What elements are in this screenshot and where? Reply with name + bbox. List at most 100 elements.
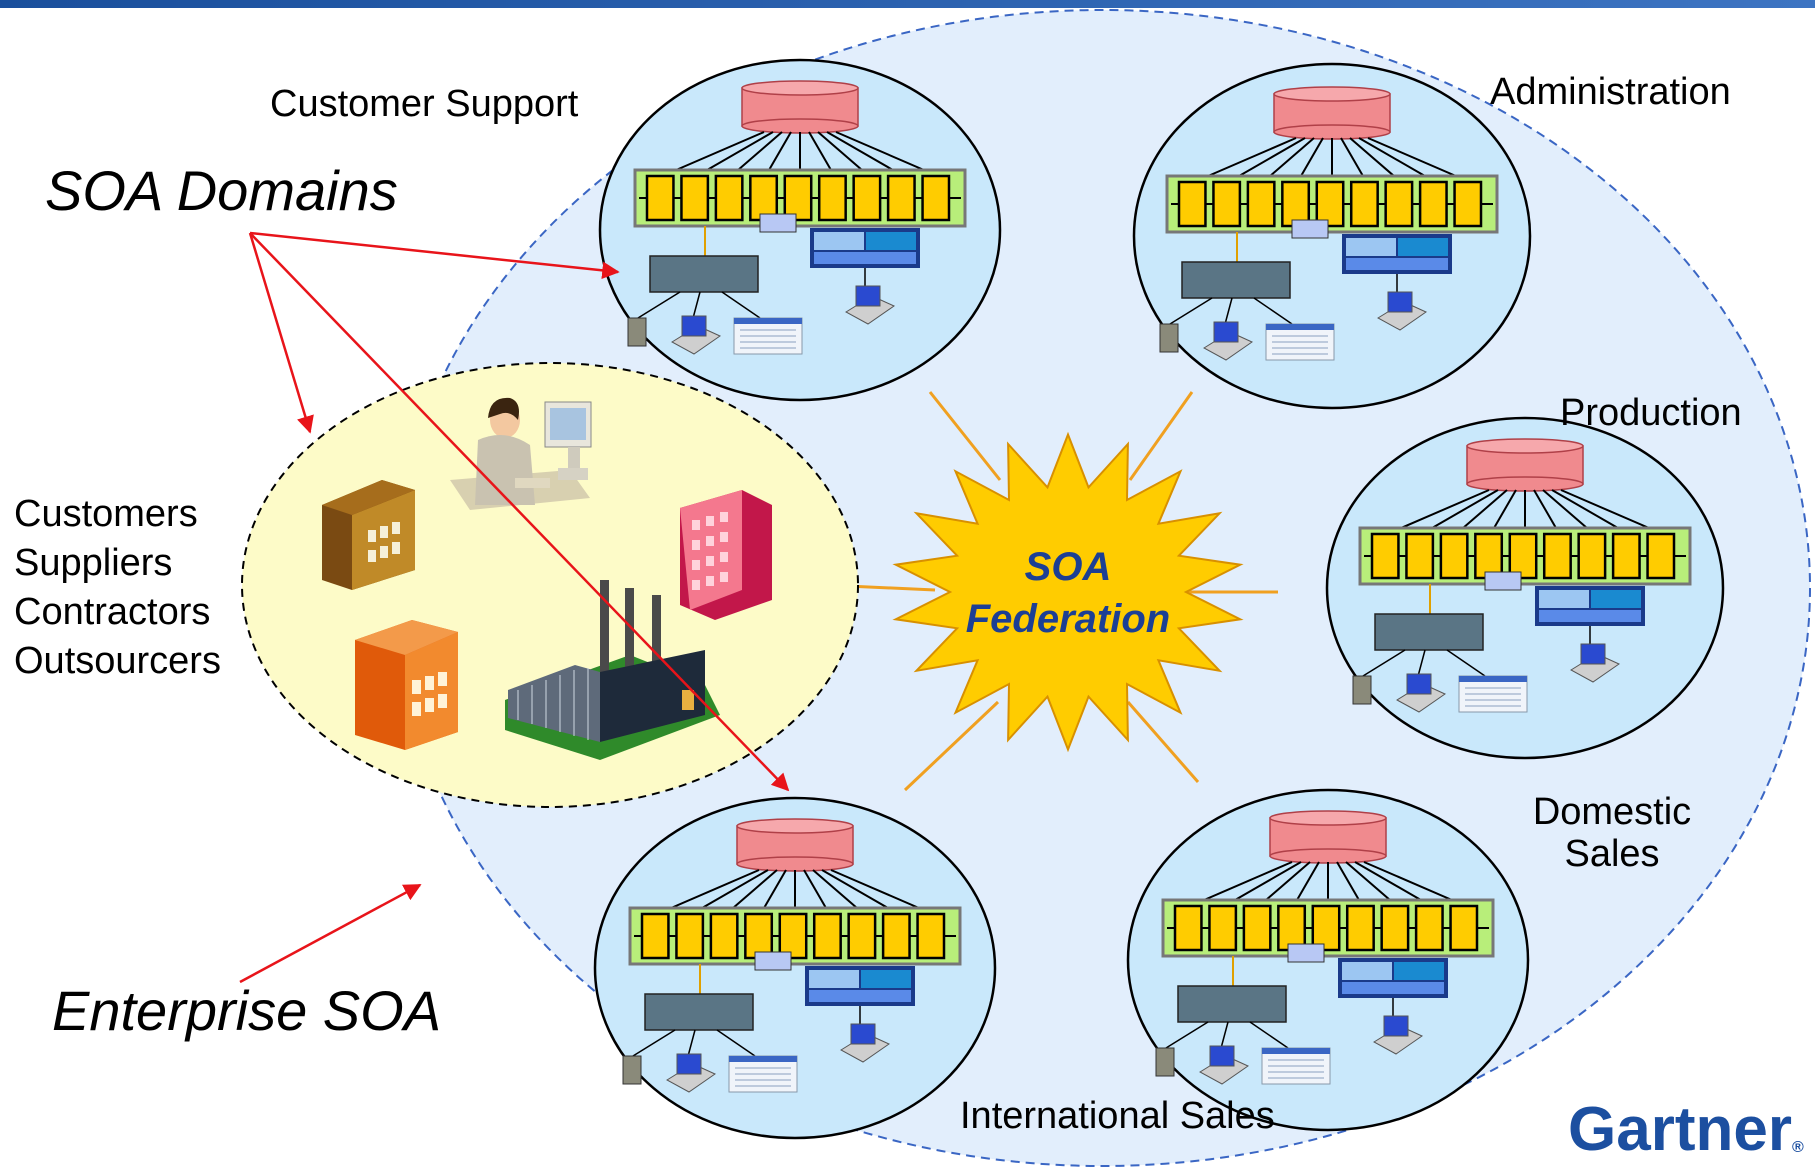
database-icon [1269, 810, 1387, 864]
database-icon [736, 818, 854, 872]
service-block [1384, 180, 1414, 228]
domain-label-domestic-sales-line1: Domestic [1533, 791, 1691, 833]
application-server-icon [1338, 958, 1448, 998]
service-block [1277, 904, 1307, 952]
service-block [881, 912, 911, 960]
desktop-computer-icon [1377, 291, 1428, 331]
desktop-computer-icon [840, 1023, 891, 1063]
server-box [644, 993, 754, 1031]
service-block [847, 912, 877, 960]
service-block [886, 174, 916, 222]
pda-icon [1159, 323, 1179, 353]
arrow-to-customer-support [249, 231, 620, 280]
service-block [640, 912, 670, 960]
application-server-icon [810, 228, 920, 268]
worker-at-desk-icon [450, 397, 592, 510]
desktop-computer-icon [1199, 1045, 1250, 1085]
desktop-computer-icon [1373, 1015, 1424, 1055]
arrow-to-international-sales [249, 232, 790, 792]
external-party-outsourcers: Outsourcers [14, 640, 221, 682]
service-block [744, 912, 774, 960]
domain-label-domestic-sales-line2: Sales [1564, 833, 1659, 875]
service-block [1646, 532, 1676, 580]
external-party-customers: Customers [14, 493, 198, 535]
office-building-orange-icon [355, 620, 458, 750]
small-database-icon [1484, 571, 1522, 591]
pda-icon [1155, 1047, 1175, 1077]
application-window-icon [728, 1055, 798, 1093]
service-block [714, 174, 744, 222]
small-database-icon [1287, 943, 1325, 963]
small-database-icon [1291, 219, 1329, 239]
domain-label-administration: Administration [1490, 71, 1731, 113]
application-server-icon [805, 966, 915, 1006]
service-bus [628, 906, 962, 966]
desktop-computer-icon [845, 285, 896, 325]
domain-ellipse [598, 58, 1002, 402]
service-bus [633, 168, 967, 228]
enterprise-soa-title: Enterprise SOA [52, 979, 441, 1042]
service-block [1577, 532, 1607, 580]
soa-federation-label-line2: Federation [966, 597, 1170, 641]
soa-domains-group [593, 58, 1725, 1140]
small-database-icon [754, 951, 792, 971]
top-band [0, 0, 1815, 8]
application-server-icon [1535, 586, 1645, 626]
office-building-brown-icon [322, 480, 415, 590]
service-block [1208, 904, 1238, 952]
service-block [1449, 904, 1479, 952]
office-tower-pink-icon [680, 490, 772, 620]
application-server-icon [1342, 234, 1452, 274]
service-block [783, 174, 813, 222]
service-block [1349, 180, 1379, 228]
server-box [1177, 985, 1287, 1023]
desktop-computer-icon [1570, 643, 1621, 683]
service-block [1611, 532, 1641, 580]
service-block [1315, 180, 1345, 228]
domain-administration [1132, 62, 1532, 410]
desktop-computer-icon [671, 315, 722, 355]
desktop-computer-icon [1203, 321, 1254, 361]
domain-customer-support [598, 58, 1002, 402]
service-block [778, 912, 808, 960]
service-block [1542, 532, 1572, 580]
service-block [1508, 532, 1538, 580]
domain-domestic-sales [1126, 788, 1530, 1132]
domain-label-customer-support: Customer Support [270, 83, 579, 125]
service-block [921, 174, 951, 222]
service-block [1380, 904, 1410, 952]
service-block [1453, 180, 1483, 228]
service-block [916, 912, 946, 960]
factory-icon [505, 580, 720, 760]
service-block [1439, 532, 1469, 580]
domain-ellipse [1325, 416, 1725, 760]
annotation-arrows [239, 231, 790, 984]
service-block [817, 174, 847, 222]
domain-ellipse [1126, 788, 1530, 1132]
service-block [1345, 904, 1375, 952]
soa-federation-label-line1: SOA [1025, 545, 1112, 589]
pda-icon [627, 317, 647, 347]
server-box [1181, 261, 1291, 299]
application-window-icon [1458, 675, 1528, 713]
gartner-logo: Gartner ® [1568, 1095, 1804, 1164]
application-window-icon [1265, 323, 1335, 361]
gartner-logo-mark: ® [1792, 1139, 1804, 1156]
soa-domains-title: SOA Domains [45, 159, 398, 222]
service-block [709, 912, 739, 960]
federation-connectors [846, 391, 1278, 792]
service-block [1242, 904, 1272, 952]
service-block [852, 174, 882, 222]
domain-ellipse [593, 796, 997, 1140]
service-block [1246, 180, 1276, 228]
service-block [1370, 532, 1400, 580]
service-block [812, 912, 842, 960]
service-block [1311, 904, 1341, 952]
service-block [1405, 532, 1435, 580]
desktop-computer-icon [1396, 673, 1447, 713]
service-block [1173, 904, 1203, 952]
application-window-icon [1261, 1047, 1331, 1085]
domain-international-sales [593, 796, 997, 1140]
domain-label-production: Production [1560, 392, 1742, 434]
service-block [1281, 180, 1311, 228]
